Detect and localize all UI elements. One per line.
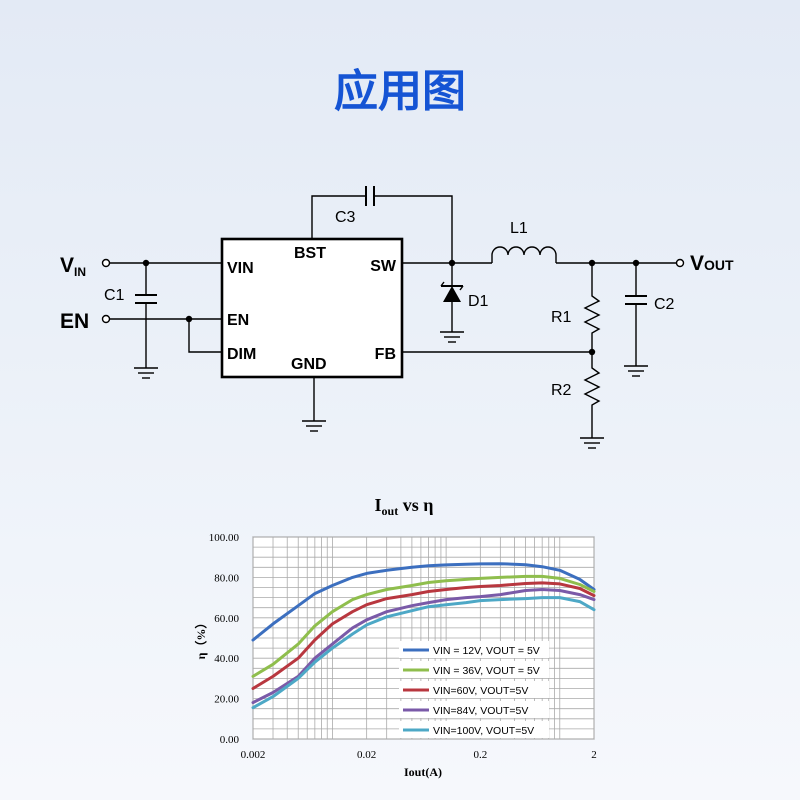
pin-fb-label: FB <box>375 346 396 363</box>
series-line-3 <box>251 581 596 690</box>
c1-label: C1 <box>104 287 125 304</box>
x-tick-label: 2 <box>591 749 597 761</box>
diode-d1 <box>440 263 464 343</box>
c2-label: C2 <box>654 296 675 313</box>
ic-chip <box>220 237 404 379</box>
y-tick-label: 100.00 <box>209 532 240 544</box>
capacitor-c1 <box>134 263 158 379</box>
y-tick-label: 40.00 <box>214 653 239 665</box>
legend-bg <box>399 661 549 678</box>
application-schematic: VIN EN C1 VIN EN DIM BST SW GND FB <box>60 186 734 449</box>
y-tick-label: 0.00 <box>220 734 240 746</box>
page-title: 应用图 <box>334 66 466 117</box>
plot-series <box>251 562 596 710</box>
pin-en-label: EN <box>227 312 249 329</box>
en-terminal <box>101 314 111 324</box>
resistor-r2 <box>580 352 604 449</box>
series-line-1 <box>251 562 596 642</box>
pin-vin-label: VIN <box>227 260 254 277</box>
x-tick-label: 0.002 <box>241 749 266 761</box>
legend-label: VIN=60V, VOUT=5V <box>433 685 528 697</box>
r1-label: R1 <box>551 309 572 326</box>
efficiency-chart: Iout vs η 0.0020.0040.0060.0080.00100.00… <box>193 495 597 779</box>
resistor-r1 <box>583 263 601 352</box>
x-axis-label: Iout(A) <box>404 765 442 779</box>
legend-bg <box>399 641 549 658</box>
r2-label: R2 <box>551 382 572 399</box>
series-line-5 <box>251 596 596 710</box>
plot-axes: 0.00 20.00 40.00 60.00 80.00 100.00 0.002 0.02 0… <box>209 532 597 761</box>
inductor-l1 <box>491 246 557 263</box>
y-tick-label: 80.00 <box>214 572 239 584</box>
legend-label: VIN = 12V, VOUT = 5V <box>433 645 540 657</box>
capacitor-c2 <box>624 263 648 377</box>
series-line-4 <box>251 588 596 705</box>
legend-label: VIN=84V, VOUT=5V <box>433 705 528 717</box>
legend-bg <box>399 721 549 738</box>
legend-label: VIN=100V, VOUT=5V <box>433 725 534 737</box>
c3-label: C3 <box>335 209 356 226</box>
legend-bg <box>399 681 549 698</box>
series-line-2 <box>251 574 596 678</box>
x-tick-label: 0.2 <box>473 749 487 761</box>
dim-wire <box>188 319 222 353</box>
en-input-label: EN <box>60 310 89 333</box>
l1-label: L1 <box>510 220 528 237</box>
y-tick-label: 20.00 <box>214 694 239 706</box>
vin-terminal <box>101 258 111 268</box>
ic-ground <box>302 377 326 432</box>
capacitor-c3 <box>311 186 453 263</box>
pin-dim-label: DIM <box>227 346 256 363</box>
legend-label: VIN = 36V, VOUT = 5V <box>433 665 540 677</box>
vout-terminal <box>675 258 685 268</box>
pin-gnd-label: GND <box>291 356 327 373</box>
y-tick-label: 60.00 <box>214 613 239 625</box>
pin-bst-label: BST <box>294 245 326 262</box>
plot-legend: VIN = 12V, VOUT = 5V VIN = 36V, VOUT = 5V… <box>399 641 549 738</box>
legend-bg <box>399 701 549 718</box>
vin-input-label: VIN <box>60 254 86 279</box>
y-axis-label: η（%） <box>193 617 208 660</box>
d1-label: D1 <box>468 293 489 310</box>
vout-label: VOUT <box>690 252 734 275</box>
chart-title: Iout vs η <box>375 495 434 518</box>
pin-sw-label: SW <box>370 258 397 275</box>
x-tick-label: 0.02 <box>357 749 376 761</box>
